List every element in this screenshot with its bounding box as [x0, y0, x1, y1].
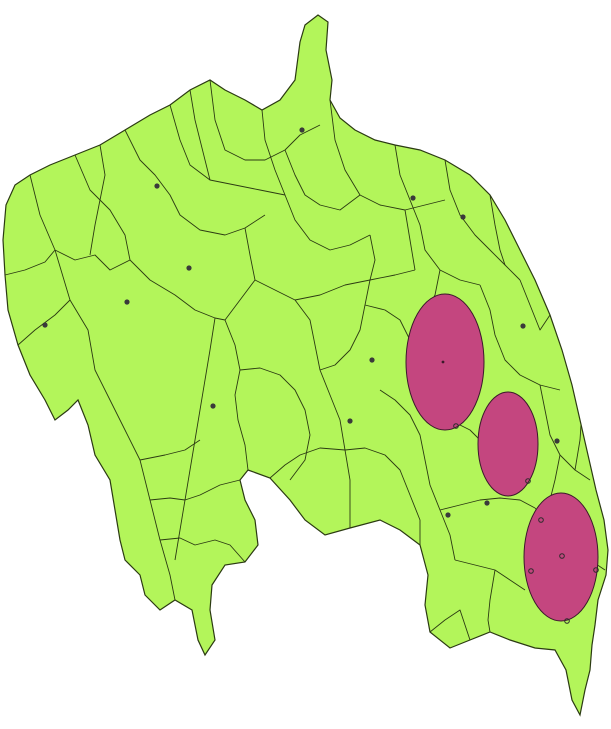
centroid-point	[369, 357, 375, 363]
district-boundaries	[4, 79, 606, 641]
centroid-point	[460, 214, 466, 220]
bubble-center-point	[441, 360, 445, 364]
district-polygons-layer	[2, 14, 609, 716]
centroid-point	[299, 127, 305, 133]
centroid-point	[410, 195, 416, 201]
bubble-edge-point	[593, 567, 599, 573]
bubble-marker[interactable]	[405, 293, 485, 431]
centroid-point	[484, 500, 490, 506]
bubble-edge-point	[538, 517, 544, 523]
centroid-point	[154, 183, 160, 189]
centroid-point	[210, 403, 216, 409]
centroid-point	[124, 299, 130, 305]
centroid-point	[520, 323, 526, 329]
bubble-edge-point	[528, 568, 534, 574]
proportional-bubbles-layer	[405, 293, 599, 624]
bubble-marker[interactable]	[523, 492, 599, 622]
bubble-marker[interactable]	[477, 391, 539, 497]
centroid-point	[347, 418, 353, 424]
centroid-point	[554, 438, 560, 444]
centroid-points-layer	[42, 127, 560, 518]
centroid-point	[445, 512, 451, 518]
centroid-point	[186, 265, 192, 271]
bubble-edge-point	[564, 618, 570, 624]
bubble-edge-point	[559, 553, 565, 559]
centroid-point	[42, 322, 48, 328]
bubble-edge-point	[525, 478, 531, 484]
bubble-edge-point	[453, 423, 459, 429]
